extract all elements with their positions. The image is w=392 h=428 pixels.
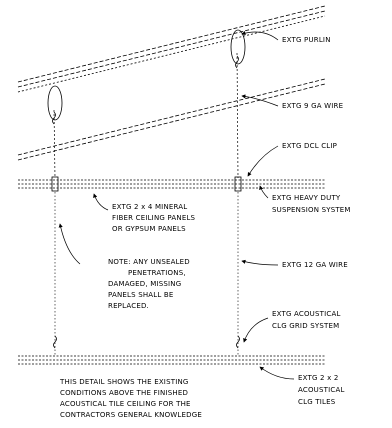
- leader-9ga: [241, 94, 279, 107]
- hanger-wire-12ga: [54, 192, 239, 356]
- label-note: NOTE: ANY UNSEALED PENETRATIONS, DAMAGED…: [108, 258, 192, 310]
- dcl-clip-left: [51, 176, 59, 192]
- acoustical-grid: [18, 355, 325, 365]
- leader-suspension: [259, 185, 269, 199]
- hanger-wire-9ga: [53, 52, 239, 179]
- leader-panels: [93, 193, 109, 211]
- detail-caption: THIS DETAIL SHOWS THE EXISTING CONDITION…: [59, 378, 202, 419]
- label-suspension: EXTG HEAVY DUTY SUSPENSION SYSTEM: [272, 194, 351, 214]
- purlin-upper: [17, 5, 326, 93]
- leader-note: [58, 223, 81, 265]
- leader-12ga: [241, 259, 279, 266]
- label-9ga-wire: EXTG 9 GA WIRE: [282, 102, 343, 110]
- suspension-system: [18, 179, 325, 189]
- dcl-clip-right: [234, 176, 242, 192]
- label-purlin: EXTG PURLIN: [282, 36, 331, 44]
- purlin-lower: [17, 78, 326, 161]
- label-tiles: EXTG 2 x 2 ACOUSTICAL CLG TILES: [298, 374, 347, 406]
- leader-tiles: [259, 366, 295, 380]
- label-dcl-clip: EXTG DCL CLIP: [282, 142, 337, 150]
- wire-attachment-left: [47, 85, 63, 121]
- label-grid: EXTG ACOUSTICAL CLG GRID SYSTEM: [272, 310, 343, 330]
- label-12ga-wire: EXTG 12 GA WIRE: [282, 261, 348, 269]
- wire-twists: [52, 55, 239, 125]
- label-panels: EXTG 2 x 4 MINERAL FIBER CEILING PANELS …: [112, 203, 198, 233]
- wire-attachment-right: [230, 29, 246, 65]
- leader-dcl: [247, 145, 279, 177]
- leader-grid: [243, 317, 269, 343]
- wire-twists-lower: [53, 335, 240, 349]
- leader-purlin: [241, 31, 279, 41]
